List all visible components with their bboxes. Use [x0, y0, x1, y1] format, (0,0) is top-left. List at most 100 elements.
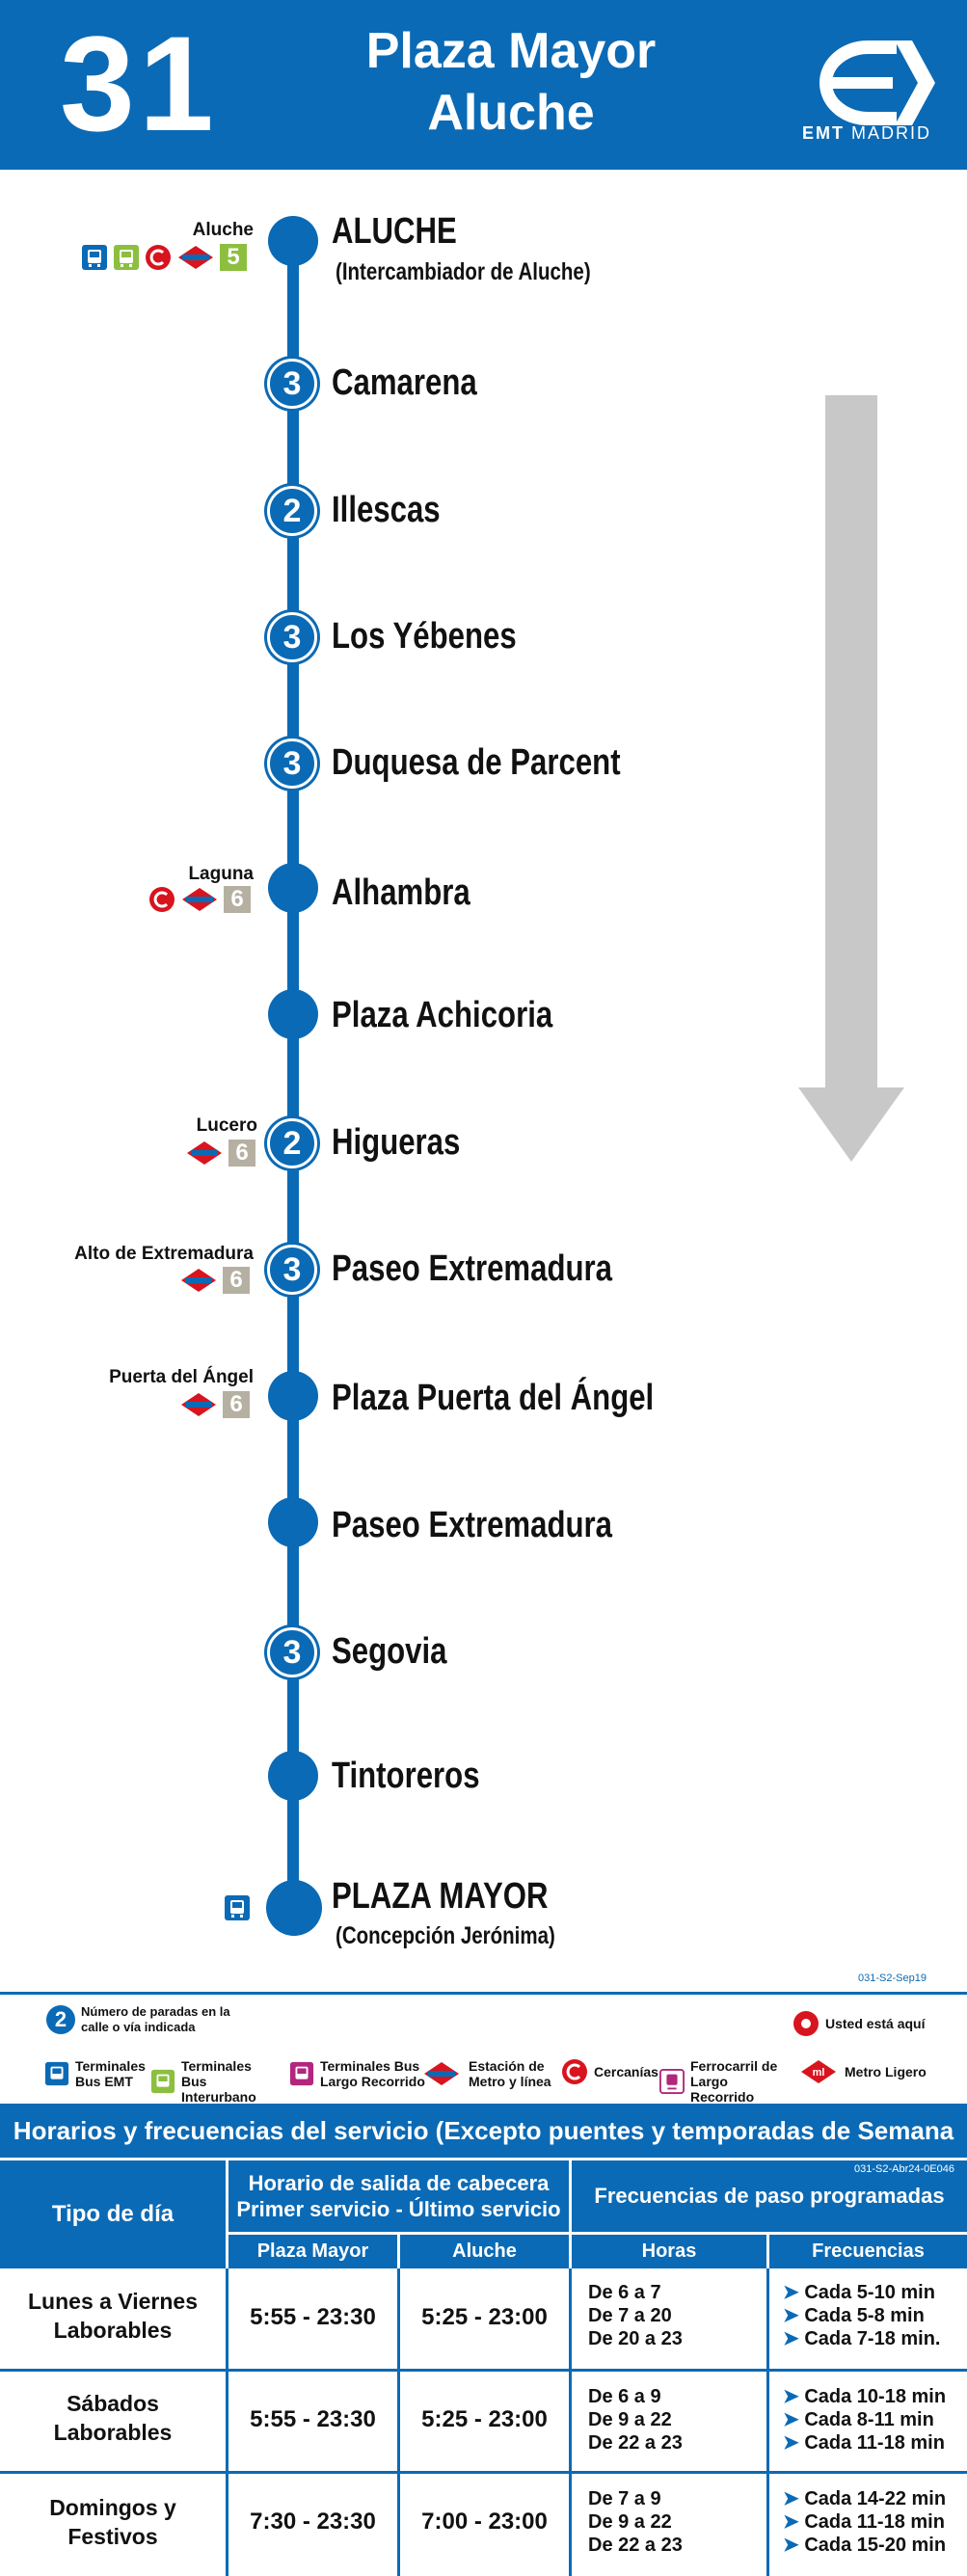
metro-line-badge: 6: [223, 1267, 250, 1294]
legend: 2 Número de paradas en la calle o vía in…: [0, 1992, 967, 2106]
bus-interurbano-icon: [150, 2069, 175, 2094]
connection-icons: 6: [148, 885, 251, 914]
sub-hours: Horas: [572, 2235, 766, 2268]
legend-item: ml Metro Ligero: [798, 2058, 927, 2085]
cercanias-icon: [149, 887, 175, 912]
stop-name: Higueras: [332, 1122, 461, 1163]
divider: [0, 2158, 967, 2160]
schedule-title: Horarios y frecuencias del servicio (Exc…: [0, 2104, 967, 2199]
stop-subtitle: (Intercambiador de Aluche): [336, 258, 591, 285]
metro-icon: [182, 888, 217, 911]
stop-name: ALUCHE: [332, 211, 457, 252]
stop-name: Paseo Extremadura: [332, 1248, 612, 1289]
stop-count-badge: 3: [267, 738, 317, 789]
metro-icon: [181, 1269, 216, 1292]
header: 31 Plaza Mayor Aluche EMT MADRID: [0, 0, 967, 170]
connection-label: Puerta del Ángel: [109, 1367, 254, 1387]
legend-item: Estación de Metro y línea: [420, 2058, 565, 2089]
bus-interurbano-icon: [114, 245, 139, 270]
stop-marker: [268, 863, 318, 913]
train-icon: [659, 2069, 685, 2094]
bus-emt-icon: [225, 1895, 250, 1920]
metro-icon: [181, 1393, 216, 1416]
metro-icon: [424, 2062, 459, 2085]
legend-stops-count: 2 Número de paradas en la calle o vía in…: [46, 2004, 245, 2035]
connection-label: Alto de Extremadura: [74, 1244, 254, 1264]
sub-aluche: Aluche: [400, 2235, 569, 2268]
stop-name: Plaza Puerta del Ángel: [332, 1378, 655, 1418]
connection-icons: 6: [179, 1266, 250, 1295]
stop-count-badge: 3: [267, 1627, 317, 1677]
stop-marker: [268, 1751, 318, 1801]
stop-marker: [268, 1371, 318, 1421]
svg-text:ml: ml: [813, 2067, 825, 2079]
cercanias-icon: [562, 2059, 587, 2084]
stop-count-badge: 3: [267, 359, 317, 409]
bus-emt-icon: [44, 2061, 69, 2086]
metro-line-badge: 6: [223, 1391, 250, 1418]
legend-item: Cercanías: [561, 2058, 658, 2085]
direction-arrow-icon: [798, 395, 904, 1162]
table-cell-plaza-mayor: 7:30 - 23:30: [250, 2509, 376, 2535]
bus-largo-recorrido-icon: [289, 2061, 314, 2086]
table-cell-aluche: 7:00 - 23:00: [421, 2509, 548, 2535]
stop-name: Plaza Achicoria: [332, 995, 553, 1035]
stop-marker: [268, 1497, 318, 1547]
metro-line-badge: 5: [220, 244, 247, 271]
stop-count-badge: 2: [46, 2005, 75, 2034]
table-code: 031-S2-Abr24-0E046: [854, 2163, 954, 2175]
legend-item: Terminales Bus Interurbano: [150, 2058, 278, 2105]
table-cell-plaza-mayor: 5:55 - 23:30: [250, 2304, 376, 2330]
legend-you-are-here: Usted está aquí: [792, 2010, 925, 2037]
bus-emt-icon: [82, 245, 107, 270]
cercanias-icon: [146, 245, 171, 270]
metro-ligero-icon: ml: [801, 2060, 836, 2083]
connection-icons: [224, 1893, 251, 1922]
connection-icons: 6: [185, 1139, 255, 1167]
stop-marker: [266, 1880, 322, 1936]
stop-count-badge: 2: [267, 486, 317, 536]
table-cell-freqs: ➤ Cada 5-10 min➤ Cada 5-8 min➤ Cada 7-18…: [783, 2282, 941, 2349]
route-code: 031-S2-Sep19: [858, 1972, 927, 1984]
col-departure: Horario de salida de cabecera Primer ser…: [228, 2160, 569, 2232]
sub-plaza-mayor: Plaza Mayor: [228, 2235, 397, 2268]
you-are-here-icon: [793, 2011, 819, 2036]
stop-subtitle: (Concepción Jerónima): [336, 1922, 555, 1949]
metro-icon: [178, 246, 213, 269]
logo-text: EMT MADRID: [802, 123, 932, 143]
destination-line1: Plaza Mayor: [365, 23, 657, 79]
connection-label: Aluche: [192, 220, 254, 240]
stop-name: Paseo Extremadura: [332, 1505, 612, 1545]
connection-icons: 5: [81, 243, 247, 272]
legend-item: Terminales Bus Largo Recorrido: [289, 2058, 426, 2089]
stop-name: Illescas: [332, 490, 441, 530]
table-cell-aluche: 5:25 - 23:00: [421, 2304, 548, 2330]
stop-marker: [268, 989, 318, 1039]
legend-item: Terminales Bus EMT: [44, 2058, 156, 2089]
legend-item: Ferrocarril de Largo Recorrido: [659, 2058, 791, 2105]
stop-name: Alhambra: [332, 872, 470, 913]
table-cell-freqs: ➤ Cada 10-18 min➤ Cada 8-11 min➤ Cada 11…: [783, 2386, 947, 2454]
stop-count-badge: 3: [267, 612, 317, 662]
col-frequencies: Frecuencias de paso programadas: [572, 2160, 967, 2232]
connection-label: Lucero: [196, 1115, 257, 1136]
stop-name: PLAZA MAYOR: [332, 1876, 549, 1917]
sub-freq: Frecuencias: [769, 2235, 967, 2268]
connection-icons: 6: [179, 1390, 250, 1419]
stop-name: Segovia: [332, 1631, 447, 1672]
metro-line-badge: 6: [224, 886, 251, 913]
stop-name: Camarena: [332, 362, 477, 403]
stop-name: Los Yébenes: [332, 616, 517, 657]
connection-label: Laguna: [188, 864, 254, 884]
stop-marker: [268, 216, 318, 266]
stop-count-badge: 2: [267, 1118, 317, 1168]
metro-line-badge: 6: [228, 1140, 255, 1167]
col-day-type: Tipo de día: [0, 2160, 226, 2268]
destination-line2: Aluche: [427, 85, 595, 141]
emt-logo-icon: [819, 40, 935, 125]
